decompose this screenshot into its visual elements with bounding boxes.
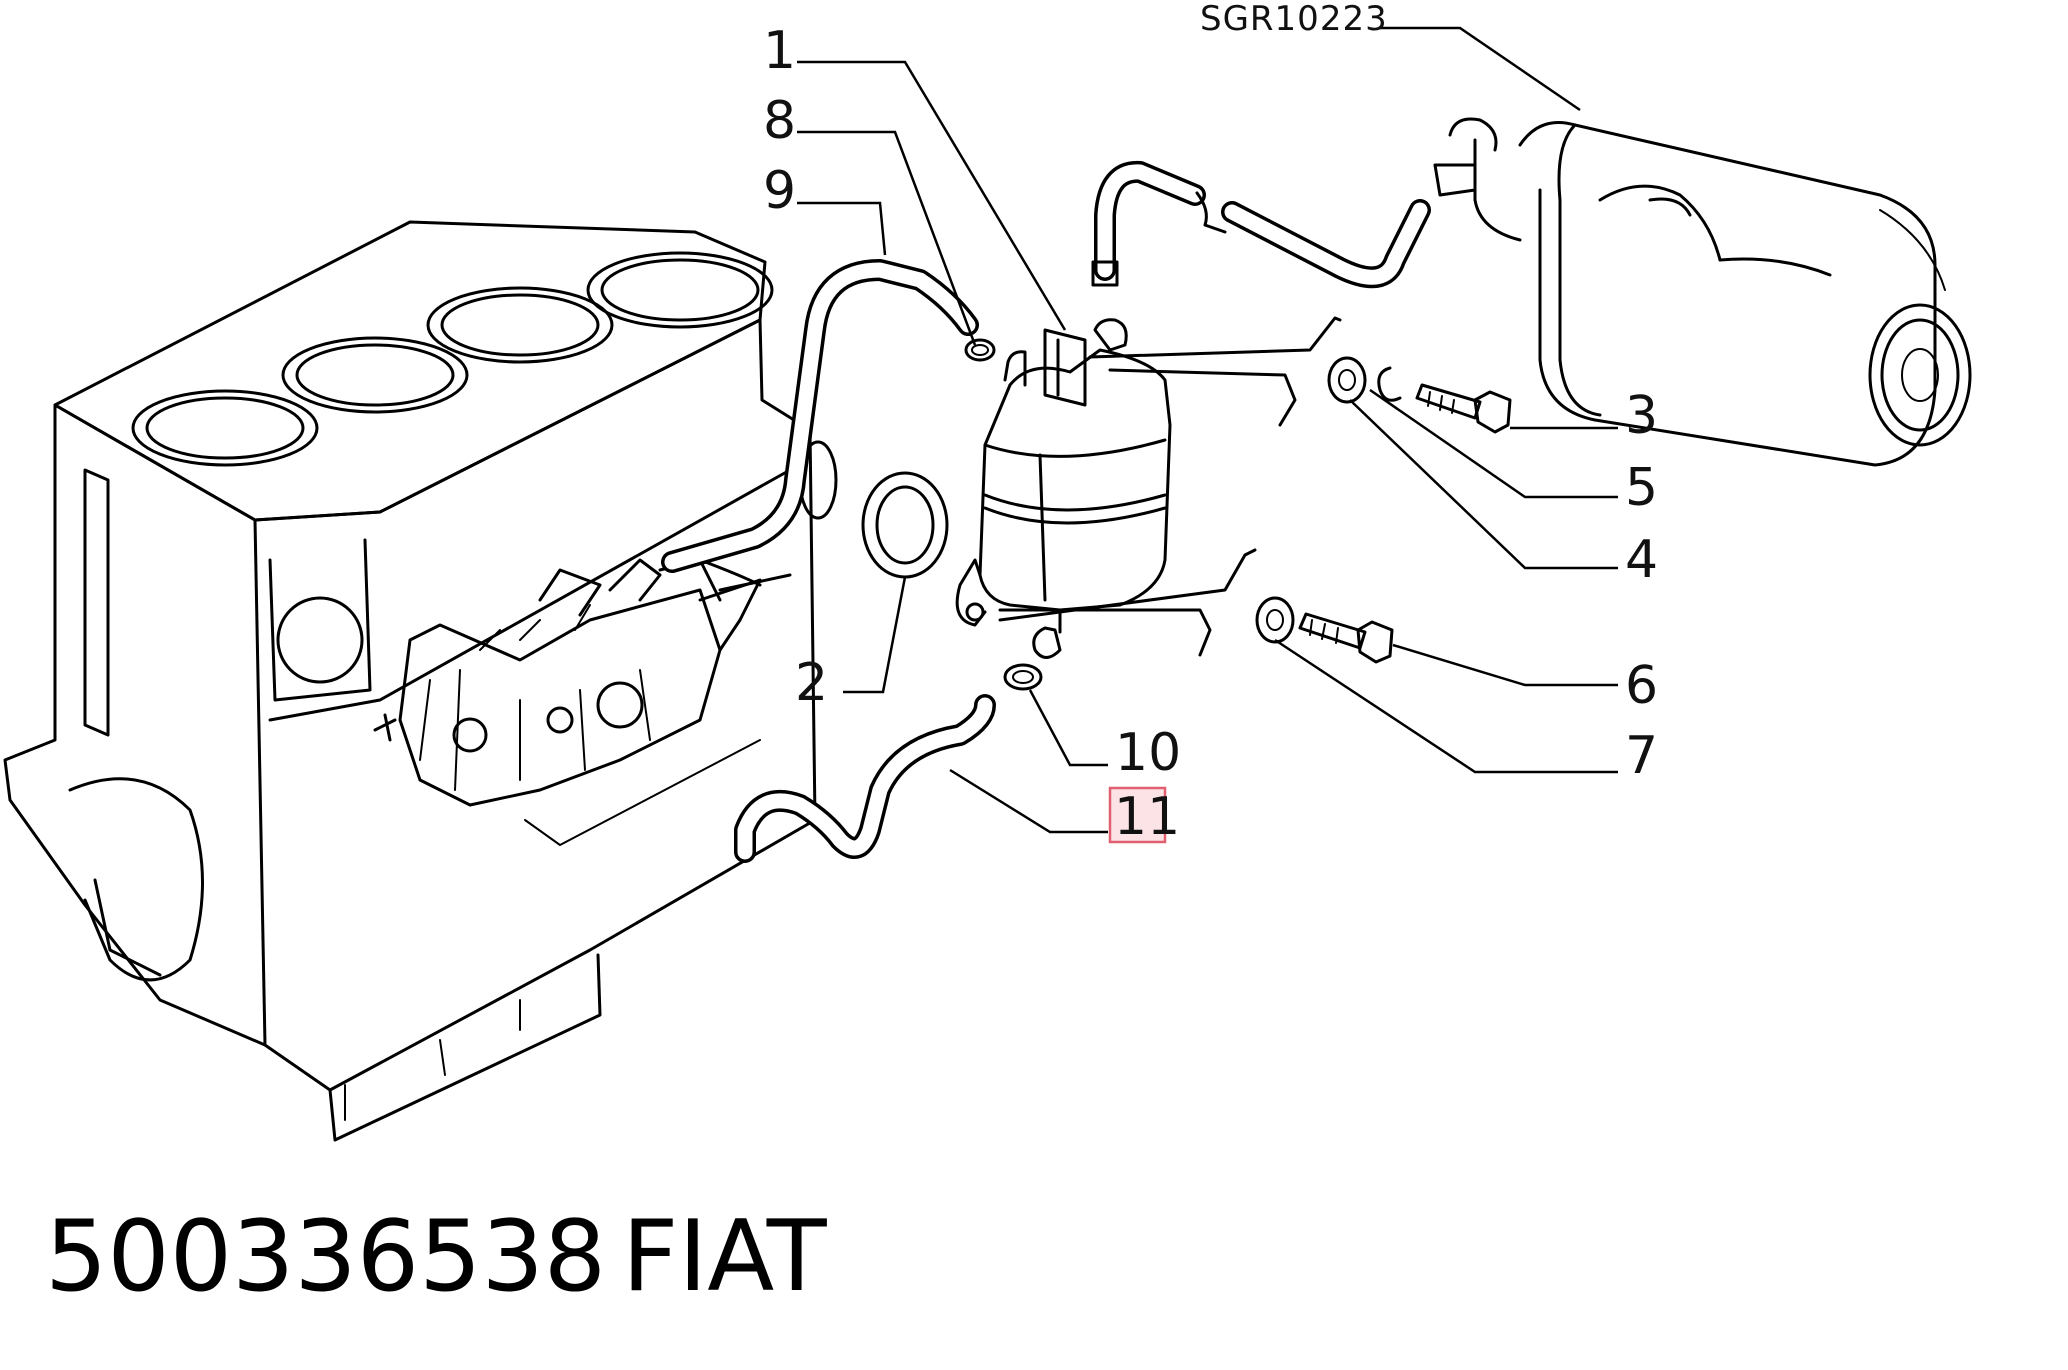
part-number: 500336538 xyxy=(45,1200,606,1314)
lower-fasteners xyxy=(1255,596,1394,664)
callout-8[interactable]: 8 xyxy=(763,91,796,151)
callout-7[interactable]: 7 xyxy=(1625,726,1658,786)
callout-labels: 1 8 9 2 3 5 4 6 7 10 11 SGR10223 xyxy=(763,0,1658,847)
callout-1[interactable]: 1 xyxy=(763,21,796,81)
brand-name: FIAT xyxy=(622,1200,828,1314)
callout-3[interactable]: 3 xyxy=(1625,386,1658,446)
caption: 500336538 FIAT xyxy=(45,1200,828,1314)
callout-5[interactable]: 5 xyxy=(1625,458,1658,518)
upper-breather-hose-9 xyxy=(661,259,979,573)
callout-4[interactable]: 4 xyxy=(1625,530,1658,590)
highlight-box xyxy=(1108,786,1167,844)
lower-drain-hose-11 xyxy=(734,694,996,863)
leader-lines xyxy=(797,26,1618,834)
callout-10[interactable]: 10 xyxy=(1115,723,1181,783)
air-filter-assembly xyxy=(1091,117,1972,467)
upper-fasteners xyxy=(1327,356,1512,434)
injection-pump xyxy=(373,558,792,807)
engine-block xyxy=(3,220,949,1142)
callout-11[interactable]: 11 xyxy=(1114,787,1180,847)
callout-9[interactable]: 9 xyxy=(763,161,796,221)
callout-2[interactable]: 2 xyxy=(795,653,828,713)
oil-separator-tank xyxy=(955,316,1342,691)
drawing-reference-code: SGR10223 xyxy=(1200,0,1388,39)
callout-6[interactable]: 6 xyxy=(1625,656,1658,716)
